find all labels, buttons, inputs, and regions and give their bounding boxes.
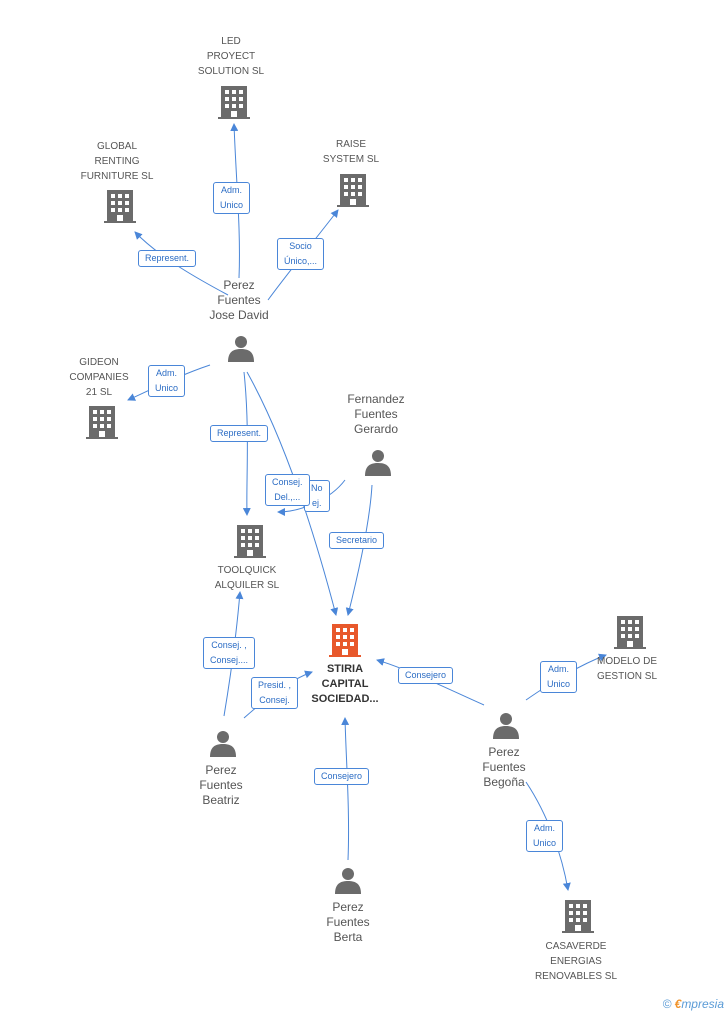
- node-perez-begona[interactable]: Perez Fuentes Begoña: [482, 745, 526, 789]
- person-icon: [335, 868, 361, 894]
- brand-name: mpresia: [681, 997, 724, 1011]
- building-icon: [86, 406, 118, 439]
- node-global-renting[interactable]: GLOBAL RENTING FURNITURE SL: [80, 141, 154, 182]
- copyright-icon: ©: [662, 997, 672, 1011]
- edge-label-fg-stiria: Secretario: [329, 532, 385, 549]
- edge-label-jd-gideon: Adm. Unico: [148, 365, 186, 397]
- node-gideon[interactable]: GIDEON COMPANIES 21 SL: [69, 357, 129, 398]
- person-icon: [493, 713, 519, 739]
- node-raise-system[interactable]: RAISE SYSTEM SL: [322, 139, 380, 165]
- edge-label-beg-casaverde: Adm. Unico: [526, 820, 564, 852]
- node-fernandez-gerardo[interactable]: Fernandez Fuentes Gerardo: [347, 392, 405, 436]
- node-led-proyect[interactable]: LED PROYECT SOLUTION SL: [197, 36, 265, 77]
- node-casaverde[interactable]: CASAVERDE ENERGIAS RENOVABLES SL: [534, 941, 618, 982]
- building-icon: [614, 616, 646, 649]
- edge-jd-global: [134, 231, 229, 296]
- empresia-logo[interactable]: ©€mpresia: [663, 997, 724, 1011]
- node-toolquick[interactable]: TOOLQUICK ALQUILER SL: [214, 565, 280, 591]
- edge-label-jd-global: Represent.: [138, 250, 197, 267]
- edge-label-jd-stiria: Consej. Del.,...: [265, 474, 310, 506]
- edge-jd-toolquick: [242, 371, 251, 516]
- edge-label-beg-stiria: Consejero: [398, 667, 454, 684]
- edge-label-jd-raise: Socio Único,...: [277, 238, 325, 270]
- person-icon: [228, 336, 254, 362]
- edge-label-beg-modelo: Adm. Unico: [540, 661, 578, 693]
- building-icon: [104, 190, 136, 223]
- edge-label-bea-stiria: Presid. , Consej.: [251, 677, 299, 709]
- building-icon: [562, 900, 594, 933]
- node-perez-jose-david[interactable]: Perez Fuentes Jose David: [209, 278, 269, 322]
- edge-fg-stiria: [345, 484, 373, 616]
- node-perez-beatriz[interactable]: Perez Fuentes Beatriz: [199, 763, 243, 807]
- building-icon: [218, 86, 250, 119]
- building-icon-focus: [329, 624, 361, 657]
- edge-label-bea-toolquick: Consej. , Consej....: [203, 637, 256, 669]
- edge-berta-stiria: [341, 717, 350, 861]
- edge-label-jd-led: Adm. Unico: [213, 182, 251, 214]
- person-icon: [210, 731, 236, 757]
- building-icon: [337, 174, 369, 207]
- node-modelo-gestion[interactable]: MODELO DE GESTION SL: [596, 656, 657, 682]
- building-icon: [234, 525, 266, 558]
- edge-label-jd-toolquick: Represent.: [210, 425, 269, 442]
- node-stiria[interactable]: STIRIA CAPITAL SOCIEDAD...: [311, 663, 379, 705]
- edge-label-berta-stiria: Consejero: [314, 768, 370, 785]
- brand-initial: €: [674, 997, 682, 1011]
- person-icon: [365, 450, 391, 476]
- node-perez-berta[interactable]: Perez Fuentes Berta: [326, 900, 370, 944]
